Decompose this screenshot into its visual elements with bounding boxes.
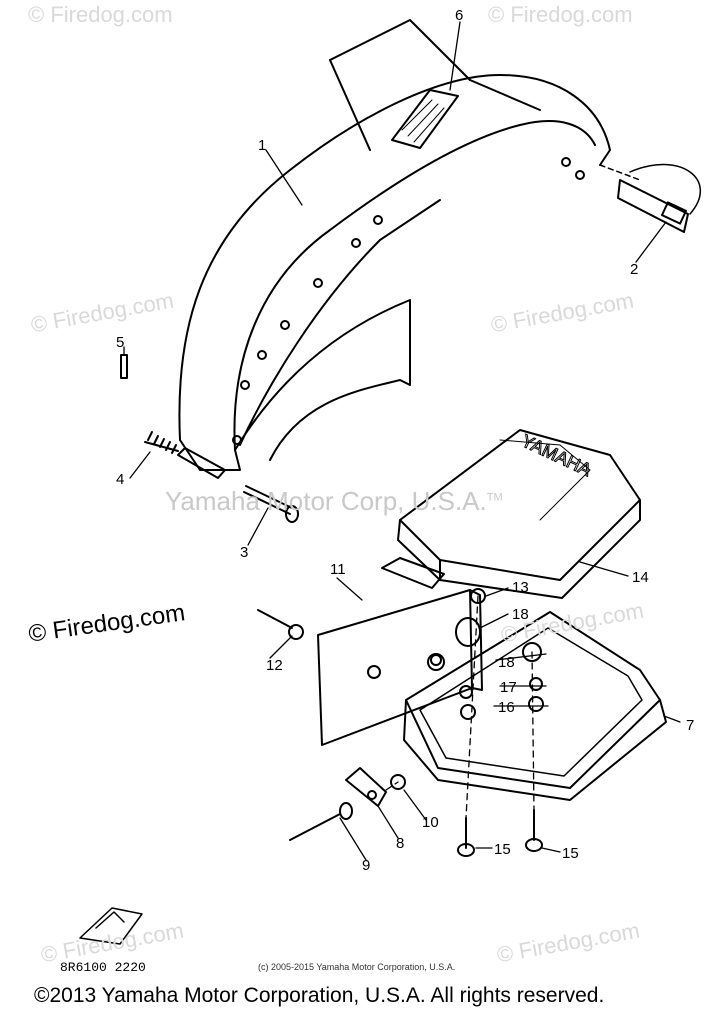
callout-15b: 15 (562, 845, 579, 862)
callout-9: 9 (362, 857, 371, 874)
callout-17: 17 (500, 679, 517, 696)
bolt-15a (457, 817, 475, 857)
watermark: © Firedog.com (488, 2, 633, 27)
bracket-8 (345, 767, 387, 807)
callout-8: 8 (396, 835, 405, 852)
callout-18b: 18 (498, 654, 515, 671)
callout-16: 16 (498, 699, 515, 716)
front-arrow-icon (79, 907, 143, 945)
callout-18a: 18 (512, 606, 529, 623)
callout-6: 6 (455, 7, 464, 24)
callout-4: 4 (116, 471, 125, 488)
screw-9 (289, 802, 353, 841)
callout-12: 12 (266, 657, 283, 674)
watermark: © Firedog.com (28, 2, 173, 27)
callout-5: 5 (116, 334, 125, 351)
small-copyright: (c) 2005-2015 Yamaha Motor Corporation, … (258, 962, 456, 972)
spring-part (144, 431, 179, 454)
screw-12 (257, 609, 304, 640)
center-watermark: Yamaha Motor Corp, U.S.A.TM (165, 486, 503, 516)
callout-13: 13 (512, 579, 529, 596)
clip-part (599, 163, 702, 233)
battery-box (403, 611, 667, 801)
callout-1: 1 (258, 137, 267, 154)
footer-copyright: ©2013 Yamaha Motor Corporation, U.S.A. A… (34, 984, 605, 1007)
callout-7: 7 (686, 717, 695, 734)
washer-10 (390, 774, 406, 790)
callout-2: 2 (630, 261, 639, 278)
callout-11: 11 (330, 561, 346, 578)
part-code: 8R6100 2220 (60, 960, 146, 975)
callout-3: 3 (240, 544, 249, 561)
washer-13 (470, 588, 486, 604)
callout-15a: 15 (494, 841, 511, 858)
chain-case-part (177, 19, 611, 479)
bolt-15b (525, 809, 543, 852)
label-plate (391, 89, 459, 149)
rubber-cap (427, 617, 481, 671)
svg-text:YAMAHA: YAMAHA (518, 430, 594, 480)
pin-part (120, 354, 128, 379)
side-plate (317, 589, 483, 746)
callout-10: 10 (422, 814, 439, 831)
callout-14: 14 (632, 569, 649, 586)
shaft-part (243, 485, 299, 523)
